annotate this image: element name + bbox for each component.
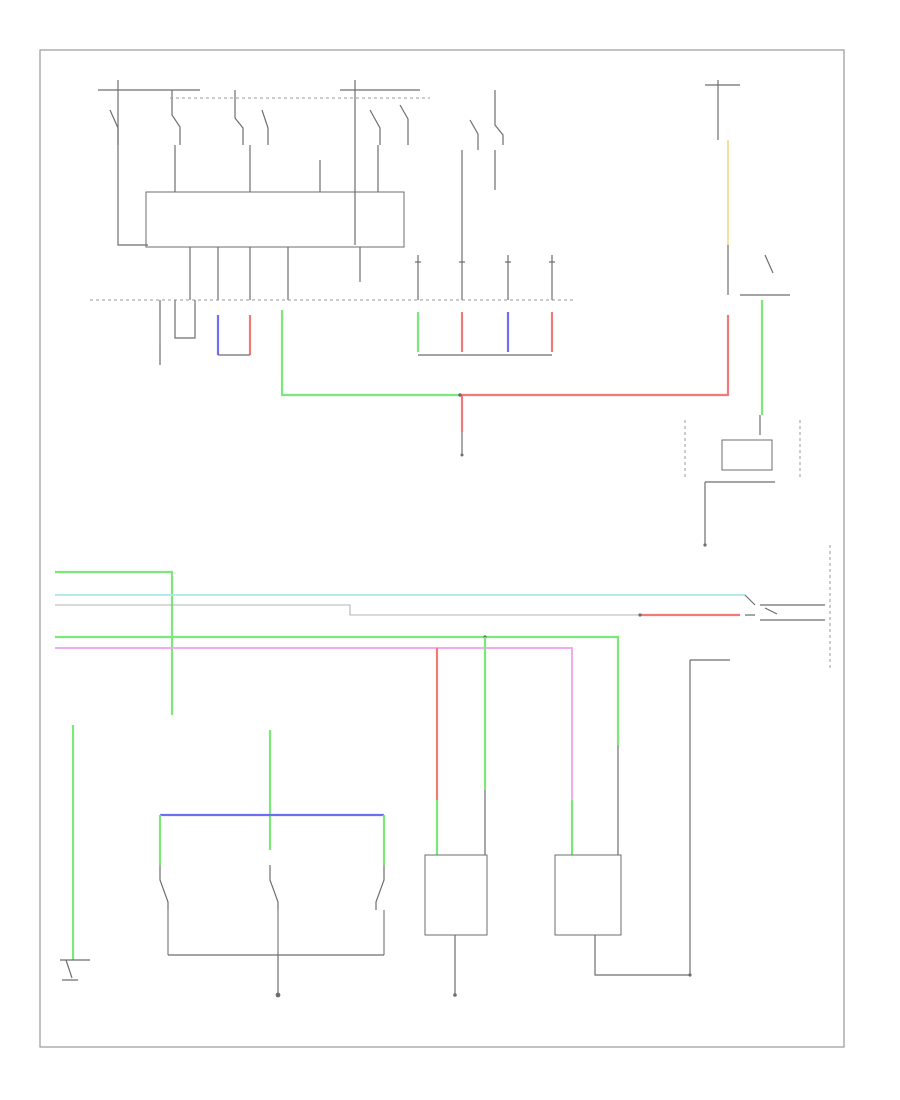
diagram-frame [39,49,845,1048]
door-switches [60,725,386,998]
middle-harness [55,545,831,977]
right-lock-actuator [554,854,622,936]
fuse-relay-block [90,80,575,365]
right-relay-area [684,80,801,547]
left-lock-actuator [424,854,488,936]
upper-harness-wires [216,310,730,457]
sensor-module [721,439,773,471]
junction-box [145,191,405,248]
lock-actuators [424,637,690,997]
